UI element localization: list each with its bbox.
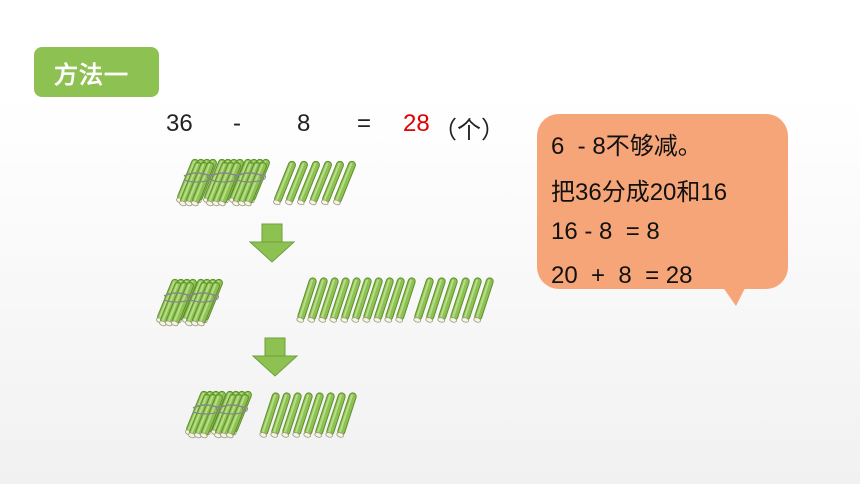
speech-bubble-tail	[722, 286, 746, 306]
bubble-line-3: 16 - 8 = 8	[551, 218, 660, 245]
speech-bubble	[537, 114, 788, 289]
sticks-row2-six	[412, 276, 495, 324]
down-arrow-icon-2	[252, 337, 298, 377]
method-badge: 方法一	[34, 47, 159, 97]
equation-minuend: 36	[166, 110, 193, 137]
equation-subtrahend: 8	[297, 110, 311, 137]
down-arrow-icon-1	[249, 223, 295, 263]
sticks-row1	[272, 159, 357, 207]
bubble-line-4: 20 + 8 = 28	[551, 262, 693, 289]
equation-unit: （个）	[433, 117, 505, 144]
equation-minus-sign: -	[233, 110, 241, 137]
equation-equals-sign: =	[357, 110, 372, 137]
sticks-row2-ten	[295, 276, 417, 324]
bubble-line-1: 6 - 8不够减。	[551, 133, 702, 160]
sticks-row3	[258, 391, 358, 439]
bubble-line-2: 把36分成20和16	[551, 179, 728, 206]
equation-result: 28	[403, 110, 430, 137]
